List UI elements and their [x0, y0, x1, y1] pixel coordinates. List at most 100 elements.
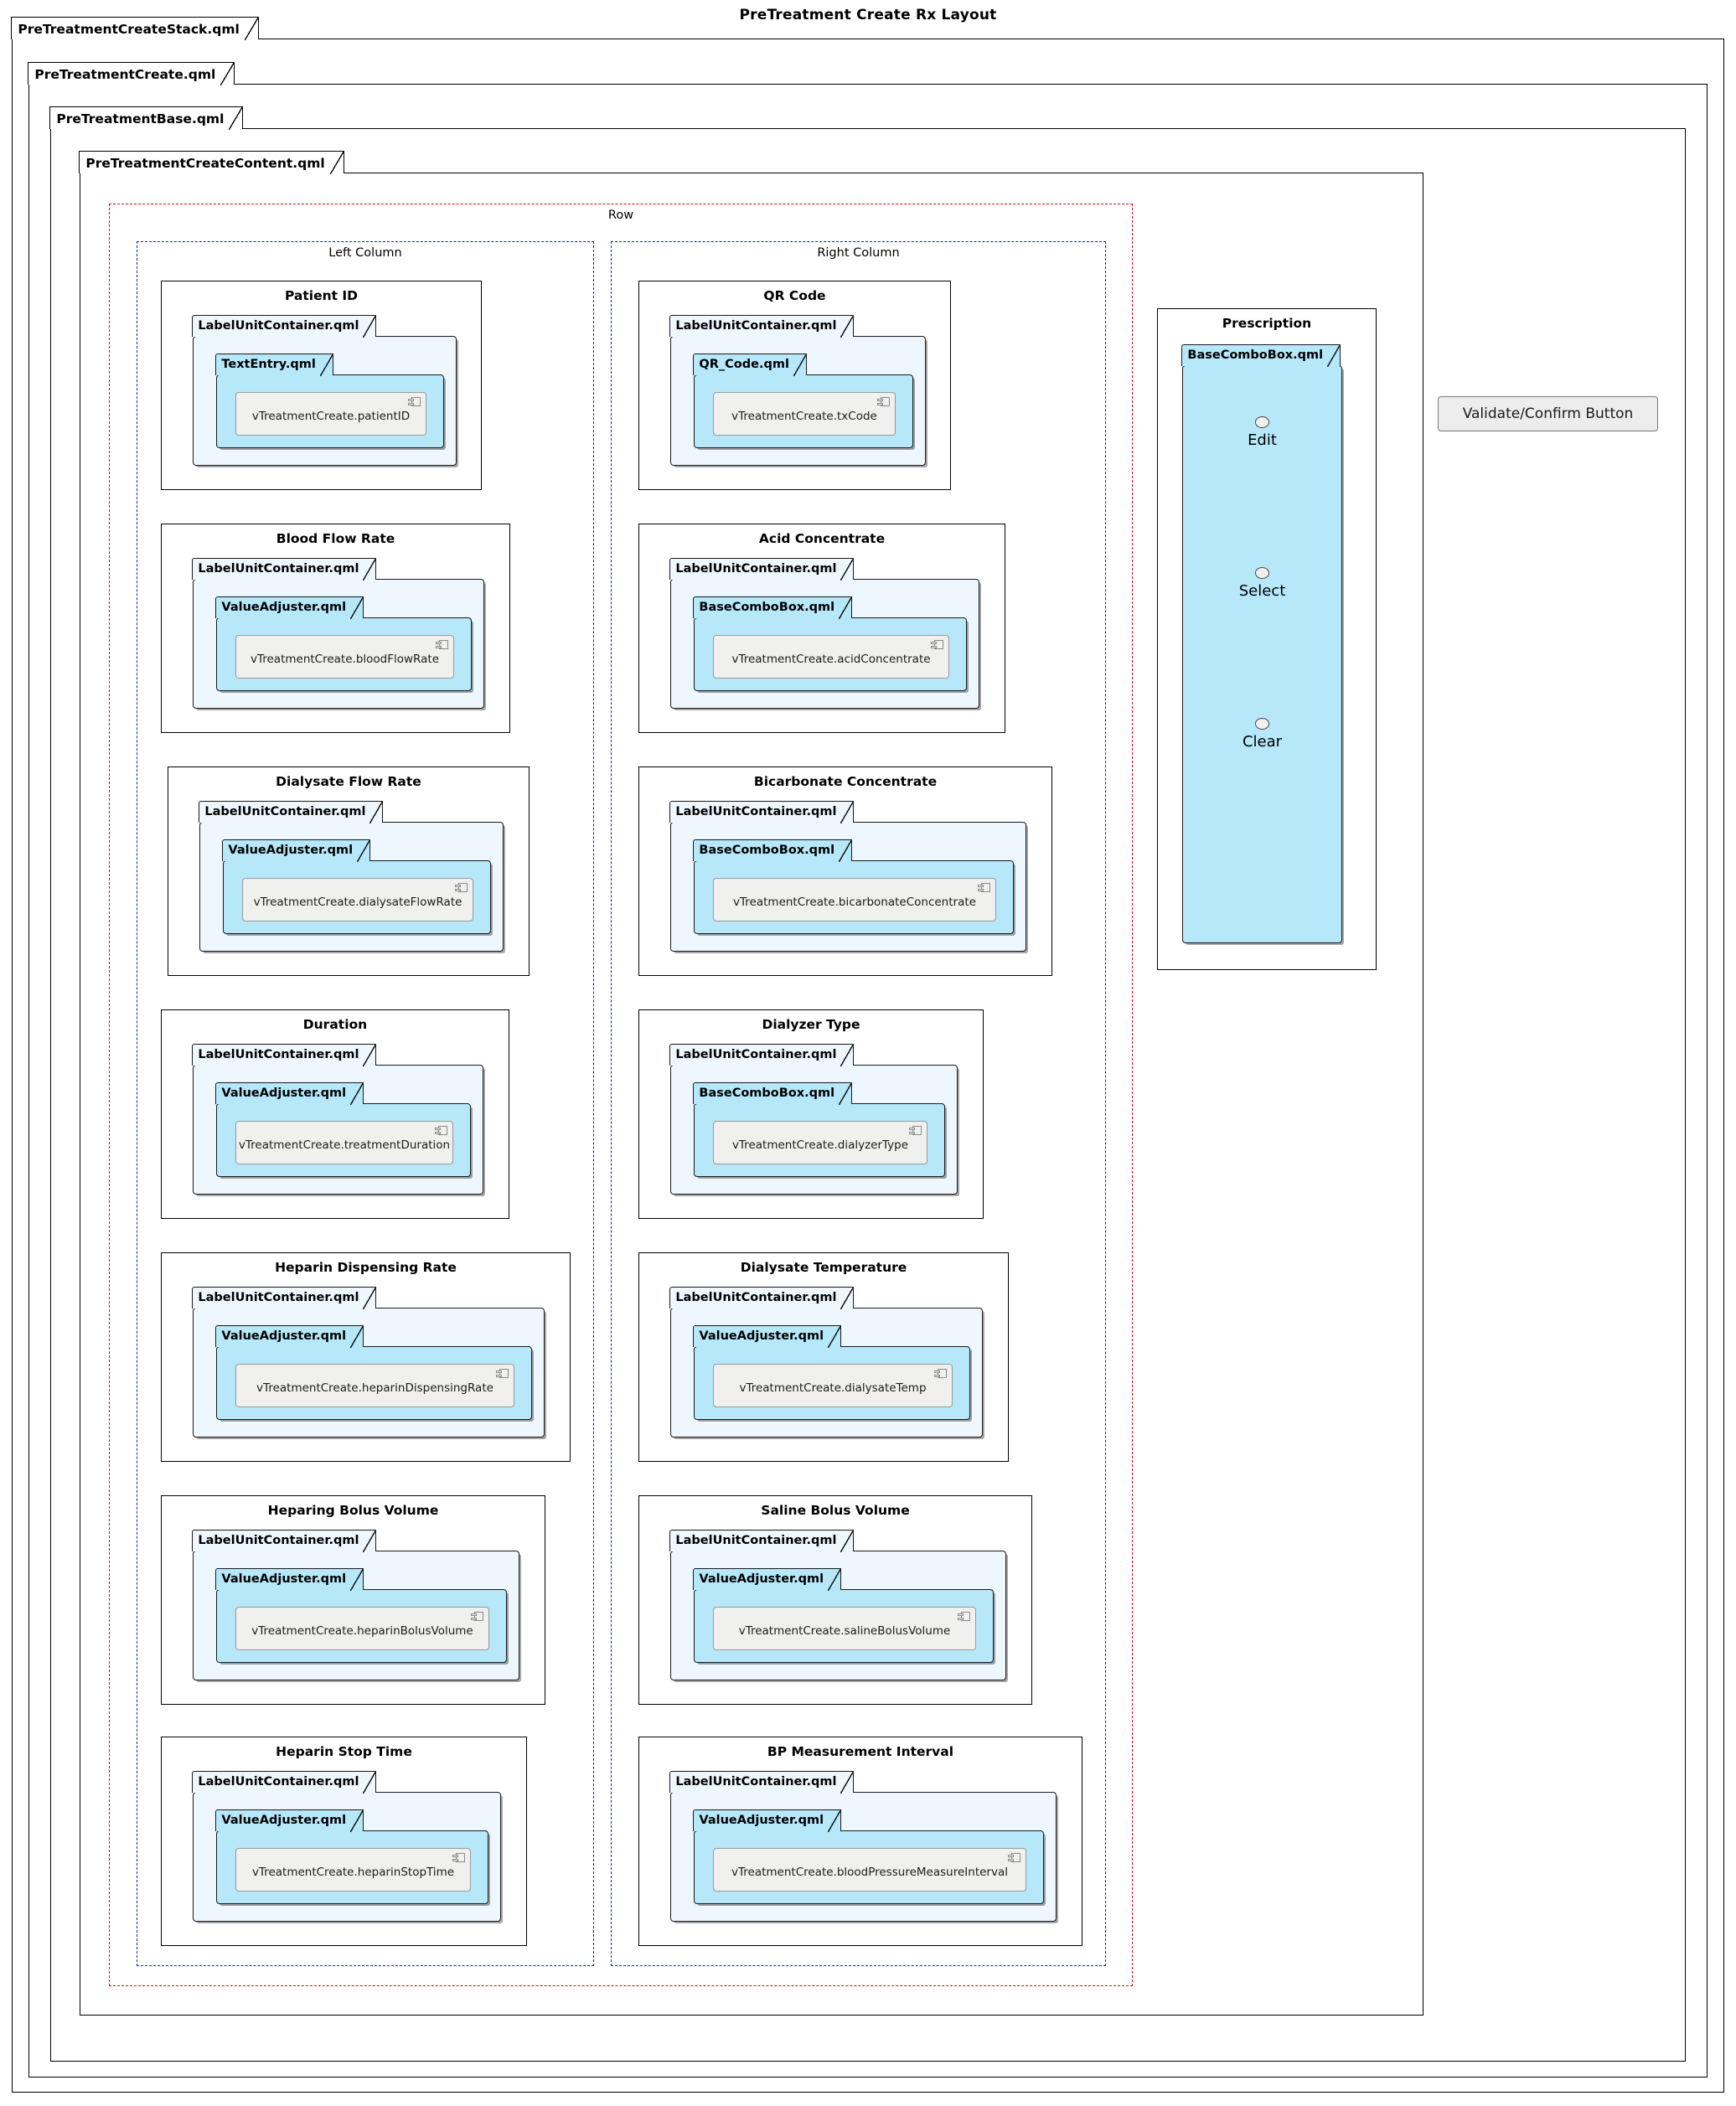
component-label: vTreatmentCreate.bicarbonateConcentrate: [733, 896, 976, 909]
component-icon: [408, 397, 421, 406]
component-label: vTreatmentCreate.dialysateTemp: [739, 1381, 927, 1395]
component-label: vTreatmentCreate.bloodPressureMeasureInt…: [731, 1866, 1008, 1879]
component-dialyzertype[interactable]: vTreatmentCreate.dialyzerType: [713, 1121, 927, 1164]
qml-basecombobox[interactable]: BaseComboBox.qml vTreatmentCreate.bicarbo…: [693, 839, 1014, 934]
component-heparindispensingrate[interactable]: vTreatmentCreate.heparinDispensingRate: [235, 1364, 514, 1407]
package-tab-pretreatmentbase: PreTreatmentBase.qml: [49, 106, 244, 130]
group-title: Patient ID: [284, 288, 359, 303]
qml-tab-inner: BaseComboBox.qml: [693, 839, 853, 862]
qml-tab-labelunitcontainer: LabelUnitContainer.qml: [669, 801, 855, 823]
qml-valueadjuster[interactable]: ValueAdjuster.qml vTreatmentCreate.dialys…: [693, 1325, 970, 1420]
component-label: vTreatmentCreate.bloodFlowRate: [250, 653, 439, 666]
group-title: Heparin Stop Time: [276, 1744, 412, 1759]
component-bicarbonateconcentrate[interactable]: vTreatmentCreate.bicarbonateConcentrate: [713, 878, 996, 921]
bullet-icon: [1255, 416, 1269, 428]
bullet-icon: [1255, 567, 1269, 579]
component-icon: [455, 883, 468, 892]
component-salinebolusvolume[interactable]: vTreatmentCreate.salineBolusVolume: [713, 1607, 976, 1650]
package-pretreatmentcreatestack: PreTreatmentCreateStack.qml: [11, 17, 1724, 2093]
qml-tab-labelunitcontainer: LabelUnitContainer.qml: [669, 1771, 855, 1794]
component-dialysateflowrate[interactable]: vTreatmentCreate.dialysateFlowRate: [242, 878, 473, 921]
component-bloodflowrate[interactable]: vTreatmentCreate.bloodFlowRate: [235, 635, 454, 679]
qml-tab-labelunitcontainer: LabelUnitContainer.qml: [199, 801, 384, 823]
component-icon: [452, 1853, 465, 1862]
prescription-option-edit[interactable]: Edit: [1183, 416, 1341, 449]
component-label: vTreatmentCreate.dialysateFlowRate: [253, 896, 462, 909]
component-dialysatetemp[interactable]: vTreatmentCreate.dialysateTemp: [713, 1364, 953, 1407]
qml-tab-basecombobox-prescription: BaseComboBox.qml: [1181, 344, 1341, 367]
validate-confirm-button[interactable]: Validate/Confirm Button: [1438, 396, 1658, 431]
component-label: vTreatmentCreate.heparinDispensingRate: [256, 1381, 493, 1395]
qml-valueadjuster[interactable]: ValueAdjuster.qml vTreatmentCreate.hepari…: [215, 1568, 507, 1663]
frame-row-label: Row: [607, 209, 634, 222]
frame-right-column: Right Column: [611, 241, 1106, 1966]
qml-tab-inner: ValueAdjuster.qml: [693, 1325, 842, 1348]
component-patientid[interactable]: vTreatmentCreate.patientID: [235, 392, 426, 436]
group-title: Acid Concentrate: [758, 531, 886, 546]
qml-tab-inner: ValueAdjuster.qml: [215, 1325, 364, 1348]
component-bloodpressuremeasureinterval[interactable]: vTreatmentCreate.bloodPressureMeasureInt…: [713, 1848, 1026, 1892]
group-title: QR Code: [763, 288, 826, 303]
prescription-option-label: Clear: [1242, 733, 1283, 751]
qml-tab-inner: ValueAdjuster.qml: [222, 839, 371, 862]
component-label: vTreatmentCreate.heparinBolusVolume: [251, 1624, 473, 1638]
component-treatmentduration[interactable]: vTreatmentCreate.treatmentDuration: [235, 1121, 453, 1164]
frame-right-column-label: Right Column: [817, 246, 900, 260]
package-tab-pretreatmentcreatecontent: PreTreatmentCreateContent.qml: [79, 151, 344, 174]
prescription-option-label: Select: [1238, 582, 1286, 600]
package-pretreatmentcreatecontent: PreTreatmentCreateContent.qml: [79, 151, 1423, 2016]
component-icon: [1008, 1853, 1020, 1862]
component-heparinstoptime[interactable]: vTreatmentCreate.heparinStopTime: [235, 1848, 471, 1892]
group-title: BP Measurement Interval: [767, 1744, 954, 1759]
qml-valueadjuster[interactable]: ValueAdjuster.qml vTreatmentCreate.hepari…: [215, 1325, 532, 1420]
qml-basecombobox-prescription[interactable]: BaseComboBox.qml Edit Select Clear: [1181, 344, 1342, 943]
component-label: vTreatmentCreate.patientID: [251, 410, 411, 423]
group-title: Dialysate Temperature: [740, 1260, 907, 1275]
group-title: Blood Flow Rate: [276, 531, 395, 546]
prescription-option-select[interactable]: Select: [1183, 567, 1341, 600]
component-heparinbolusvolume[interactable]: vTreatmentCreate.heparinBolusVolume: [235, 1607, 489, 1650]
qml-tab-labelunitcontainer: LabelUnitContainer.qml: [192, 1287, 377, 1309]
component-txcode[interactable]: vTreatmentCreate.txCode: [713, 392, 896, 436]
qml-tab-inner: ValueAdjuster.qml: [215, 1082, 364, 1105]
qml-valueadjuster[interactable]: ValueAdjuster.qml vTreatmentCreate.bloodP…: [693, 1809, 1044, 1904]
qml-tab-inner: ValueAdjuster.qml: [693, 1809, 842, 1832]
qml-tab-labelunitcontainer: LabelUnitContainer.qml: [669, 1530, 855, 1552]
group-prescription-title: Prescription: [1222, 316, 1312, 331]
bullet-icon: [1255, 718, 1269, 730]
component-icon: [877, 397, 890, 406]
qml-tab-labelunitcontainer: LabelUnitContainer.qml: [669, 558, 855, 581]
qml-tab-inner: ValueAdjuster.qml: [215, 1568, 364, 1591]
qml-valueadjuster[interactable]: ValueAdjuster.qml vTreatmentCreate.treatm…: [215, 1082, 471, 1177]
prescription-option-clear[interactable]: Clear: [1183, 718, 1341, 751]
component-acidconcentrate[interactable]: vTreatmentCreate.acidConcentrate: [713, 635, 949, 679]
diagram-title: PreTreatment Create Rx Layout: [739, 7, 997, 23]
qml-tab-labelunitcontainer: LabelUnitContainer.qml: [192, 1044, 377, 1066]
component-label: vTreatmentCreate.txCode: [731, 410, 877, 423]
qml-tab-labelunitcontainer: LabelUnitContainer.qml: [192, 1530, 377, 1552]
qml-valueadjuster[interactable]: ValueAdjuster.qml vTreatmentCreate.dialys…: [222, 839, 491, 934]
